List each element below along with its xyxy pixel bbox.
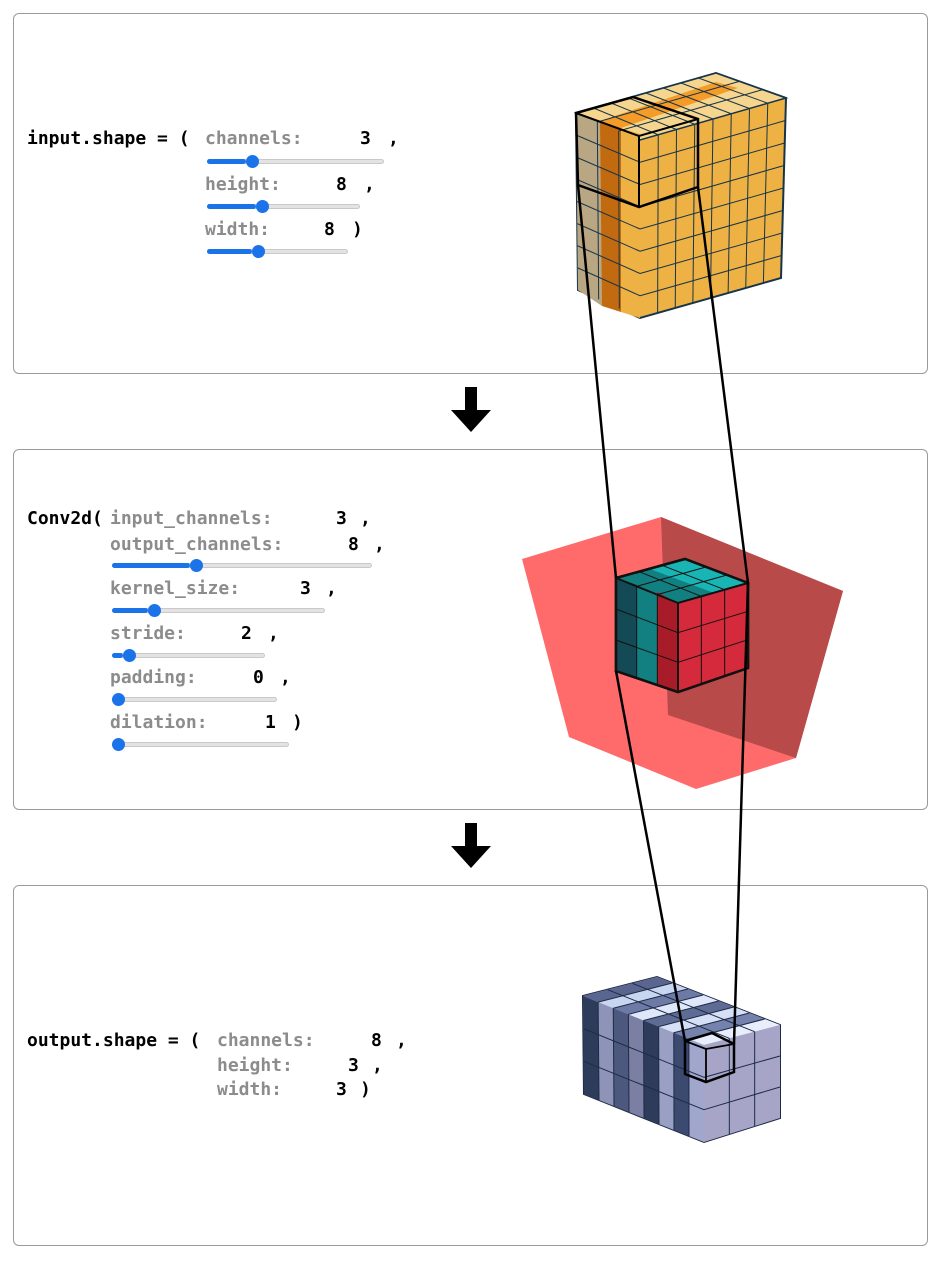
dilation-sep: ) xyxy=(292,712,303,733)
kernel-size-label: kernel_size: xyxy=(110,578,241,599)
padding-slider[interactable] xyxy=(112,692,277,708)
dilation-value: 1 xyxy=(265,712,276,733)
input-channels-value: 3 xyxy=(336,508,347,529)
input-channels-label: channels: xyxy=(205,128,303,149)
output-width-sep: ) xyxy=(360,1079,371,1100)
output-channels-label: channels: xyxy=(217,1030,315,1051)
input-height-label: height: xyxy=(205,174,281,195)
padding-sep: , xyxy=(280,667,291,688)
input-height-sep: , xyxy=(364,174,375,195)
input-channels-slider[interactable] xyxy=(207,154,384,170)
input-channels-label: input_channels: xyxy=(110,508,273,529)
kernel-size-sep: , xyxy=(326,578,337,599)
slider-thumb[interactable] xyxy=(112,693,125,706)
input-width-sep: ) xyxy=(352,219,363,240)
stride-value: 2 xyxy=(241,623,252,644)
stride-label: stride: xyxy=(110,623,186,644)
arrow-down-icon xyxy=(451,387,491,432)
output-height-value: 3 xyxy=(348,1055,359,1076)
dilation-slider[interactable] xyxy=(112,737,289,753)
slider-thumb[interactable] xyxy=(148,604,162,617)
slider-thumb[interactable] xyxy=(252,245,266,258)
padding-label: padding: xyxy=(110,667,197,688)
output-channels-label: output_channels: xyxy=(110,534,284,555)
input-channels-sep: , xyxy=(360,508,371,529)
dilation-label: dilation: xyxy=(110,712,208,733)
input-width-value: 8 xyxy=(324,219,335,240)
slider-thumb[interactable] xyxy=(245,155,259,168)
slider-thumb[interactable] xyxy=(122,649,136,662)
input-width-label: width: xyxy=(205,219,271,240)
slider-thumb[interactable] xyxy=(190,559,203,572)
input-height-slider[interactable] xyxy=(207,199,360,215)
input-channels-sep: , xyxy=(388,128,399,149)
arrow-down-icon xyxy=(451,823,491,868)
output-height-sep: , xyxy=(372,1055,383,1076)
slider-thumb[interactable] xyxy=(255,200,269,213)
kernel-size-slider[interactable] xyxy=(112,603,325,619)
conv2d-prefix: Conv2d( xyxy=(27,508,103,529)
output-channels-value: 8 xyxy=(371,1030,382,1051)
output-panel xyxy=(13,885,928,1246)
input-width-slider[interactable] xyxy=(207,244,348,260)
input-height-value: 8 xyxy=(336,174,347,195)
stride-slider[interactable] xyxy=(112,648,265,664)
output-channels-value: 8 xyxy=(348,534,359,555)
output-channels-slider[interactable] xyxy=(112,558,372,574)
kernel-size-value: 3 xyxy=(300,578,311,599)
input-panel xyxy=(13,13,928,374)
output-shape-prefix: output.shape = ( xyxy=(27,1030,201,1051)
slider-thumb[interactable] xyxy=(112,738,125,751)
stride-sep: , xyxy=(268,623,279,644)
output-width-value: 3 xyxy=(336,1079,347,1100)
input-shape-prefix: input.shape = ( xyxy=(27,128,190,149)
input-channels-value: 3 xyxy=(360,128,371,149)
output-height-label: height: xyxy=(217,1055,293,1076)
output-channels-sep: , xyxy=(374,534,385,555)
padding-value: 0 xyxy=(253,667,264,688)
output-channels-sep: , xyxy=(396,1030,407,1051)
output-width-label: width: xyxy=(217,1079,283,1100)
